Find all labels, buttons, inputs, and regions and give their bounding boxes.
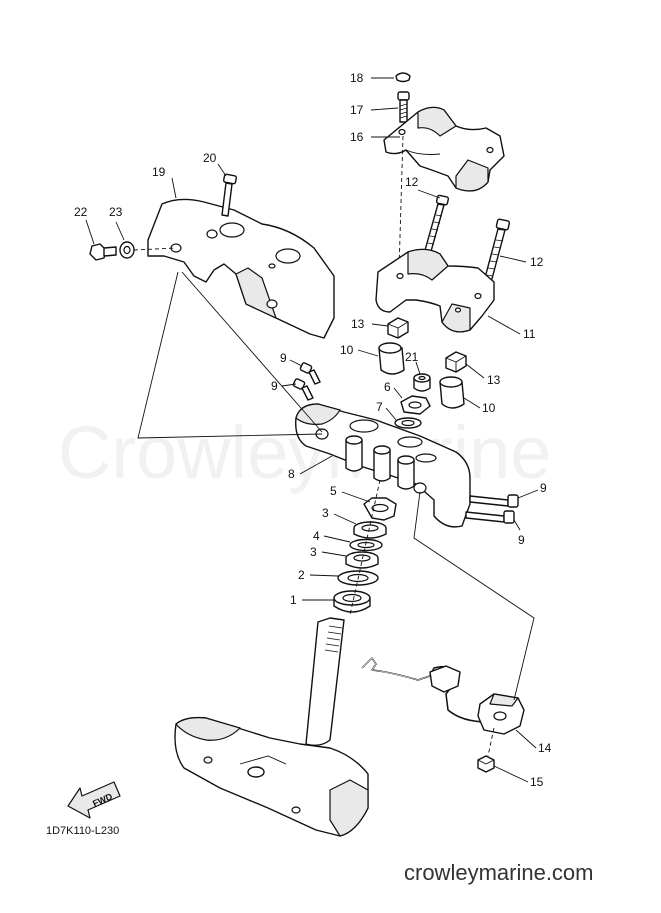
callout-16: 16 (350, 130, 364, 144)
callout-11: 11 (523, 327, 536, 341)
part-16-upper-holder (383, 106, 505, 192)
callout-9-right-a: 9 (540, 481, 547, 495)
callout-1: 1 (290, 593, 297, 607)
link-19-to-8 (137, 271, 323, 439)
part-3-ring-nut-lower (345, 551, 379, 569)
callout-19: 19 (152, 165, 166, 179)
callout-12-left: 12 (405, 175, 419, 189)
callout-2: 2 (298, 568, 305, 582)
callout-17: 17 (350, 103, 364, 117)
part-21-collar (413, 373, 431, 392)
part-22-screw (89, 243, 117, 261)
callout-3-upper: 3 (322, 506, 329, 520)
callout-8: 8 (288, 467, 295, 481)
callout-5: 5 (330, 484, 337, 498)
lower-bracket-stem (174, 617, 369, 837)
part-9-bolt-right-b (465, 510, 515, 524)
callout-10-right: 10 (482, 401, 496, 415)
callout-13-right: 13 (487, 373, 501, 387)
part-3-ring-nut-upper (353, 521, 387, 539)
part-17-bolt (397, 91, 410, 123)
part-9-bolt-right-a (469, 494, 519, 508)
part-7-washer (394, 417, 422, 429)
part-14-wire-clamp (361, 657, 525, 735)
part-20-screw (221, 173, 237, 217)
callout-7: 7 (376, 400, 383, 414)
part-19-upper-cover (147, 198, 335, 339)
callout-9-upper-b: 9 (271, 379, 278, 393)
part-15-nut (477, 755, 495, 773)
callout-23: 23 (109, 205, 123, 219)
part-23-washer (119, 241, 135, 259)
callout-18: 18 (350, 71, 364, 85)
part-18-cap (395, 72, 411, 83)
callout-9-right-b: 9 (518, 533, 525, 547)
diagram-code: 1D7K110-L230 (46, 825, 119, 837)
callout-21: 21 (405, 350, 419, 364)
fwd-arrow: FWD (67, 781, 121, 819)
part-9-bolt-upper-a (299, 362, 321, 385)
callout-20: 20 (203, 151, 217, 165)
part-13-nut-left (387, 317, 409, 339)
part-6-nut (400, 395, 431, 415)
callout-9-upper-a: 9 (280, 351, 287, 365)
link-8-to-14 (413, 491, 535, 701)
callout-12-right: 12 (530, 255, 544, 269)
part-10-damper-right (439, 376, 465, 409)
callout-13-left: 13 (351, 317, 365, 331)
callout-4: 4 (313, 529, 320, 543)
part-9-bolt-upper-b (292, 378, 314, 401)
callout-22: 22 (74, 205, 88, 219)
callout-14: 14 (538, 741, 552, 755)
callout-3-lower: 3 (310, 545, 317, 559)
callout-6: 6 (384, 380, 391, 394)
part-11-lower-holder (375, 248, 495, 333)
part-10-damper-left (378, 342, 405, 375)
callouts: 18 17 16 19 20 22 23 12 12 11 13 13 10 1… (74, 71, 552, 789)
part-13-nut-right (445, 351, 467, 373)
callout-10-left: 10 (340, 343, 354, 357)
callout-15: 15 (530, 775, 544, 789)
part-1-bearing (333, 590, 371, 613)
part-8-upper-bracket (295, 403, 471, 528)
site-url[interactable]: crowleymarine.com (404, 860, 594, 885)
leader-lines (85, 77, 539, 783)
